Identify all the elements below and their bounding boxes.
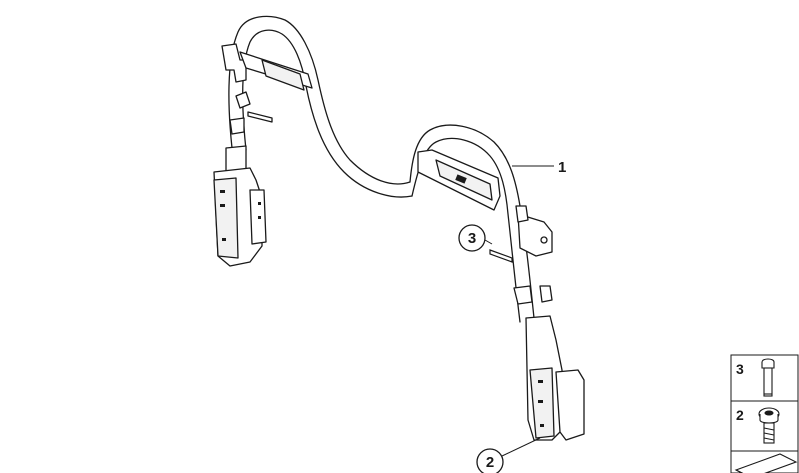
arrow-marker-icon [734,453,798,473]
left-clip-2 [235,91,251,109]
callout-1-label: 1 [558,159,566,176]
parts-legend: 3 2 [730,354,799,473]
left-upper-bracket [221,43,247,83]
callout-3-circle [458,224,486,252]
screw-icon[interactable] [758,407,780,444]
bolt-icon[interactable] [761,358,775,397]
right-plate-tab [515,205,529,223]
callout-2-label: 2 [486,454,494,471]
roll-bar-assembly[interactable] [213,15,585,441]
right-lower-clip [513,285,533,305]
legend-item-3-number: 3 [736,361,744,377]
right-hoop-tube-inner [411,137,521,323]
left-rail [261,59,305,91]
callout-2[interactable]: 2 [476,437,541,473]
callout-3-label: 3 [468,230,476,247]
callout-3-leader [484,239,493,245]
left-hoop-tube [228,15,411,185]
right-lower-tab [539,285,553,303]
right-leg-holes [538,380,544,427]
left-pin [247,111,273,123]
callout-2-circle [476,448,504,473]
left-leg-holes [220,190,261,241]
callout-2-leader [501,437,541,457]
left-leg [225,145,247,173]
right-rail-slot [455,174,467,184]
legend-item-2-number: 2 [736,407,744,423]
right-side-plate [517,213,553,257]
right-leg-bracket [555,369,585,441]
callout-3[interactable]: 3 [458,224,493,252]
bolt-part-3[interactable] [489,249,513,263]
left-clip [229,117,245,135]
right-plate-hole [540,236,548,244]
left-leg-plate [213,177,239,259]
callout-1[interactable]: 1 [512,159,566,176]
